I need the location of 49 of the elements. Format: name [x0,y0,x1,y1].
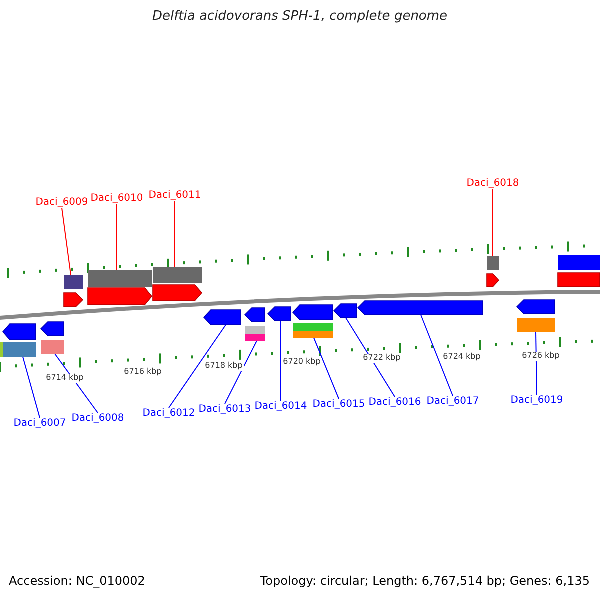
diagram-title: Delftia acidovorans SPH-1, complete genome [152,10,448,24]
leader-line [22,356,40,418]
gene-label: Daci_6007 [14,418,66,429]
scale-label: 6720 kbp [282,358,322,367]
leader-line [224,340,258,404]
gene-block [292,304,334,338]
gene-label: Daci_6019 [510,395,564,406]
gene-block [333,304,358,318]
scale-label: 6716 kbp [123,368,163,377]
gene-label: Daci_6008 [72,413,124,424]
scale-label: 6718 kbp [204,362,244,371]
gene-label: Daci_6017 [426,396,480,407]
gene-label: Daci_6018 [466,178,520,189]
leader-line [420,314,454,396]
gene-label: Daci_6015 [312,399,366,410]
gene-label: Daci_6011 [148,190,202,201]
leader-line [346,318,396,398]
leader-line [536,332,538,396]
leader-line [116,204,118,270]
gene-block [40,322,64,354]
gene-label: Daci_6016 [368,397,422,408]
gene-block [2,324,36,357]
gene-label: Daci_6010 [90,193,144,204]
gene-block [152,267,203,302]
gene-label: Daci_6013 [198,404,252,415]
scale-label: 6722 kbp [362,354,402,363]
leader-line [174,200,176,268]
gene-label: Daci_6014 [254,401,308,412]
gene-block [244,308,266,341]
leader-line [314,338,340,400]
leader-line [54,354,98,414]
gene-block [203,310,242,326]
scale-label: 6724 kbp [442,353,482,362]
scale-label: 6714 kbp [45,374,85,383]
leader-line [168,324,226,408]
leader-line [62,208,72,276]
gene-block [558,255,600,288]
gene-block [486,256,500,288]
leader-line [280,320,282,402]
footer-text: Topology: circular; Length: 6,767,514 bp; Genes: 6,135 [260,575,590,588]
gene-block [516,300,556,332]
scale-label: 6726 kbp [521,352,561,361]
gene-block [267,306,292,322]
gene-block [88,270,153,306]
footer-text: Accession: NC_010002 [9,575,146,588]
leader-line [492,188,494,256]
gene-label: Daci_6009 [36,197,88,208]
gene-block [64,275,84,308]
gene-label: Daci_6012 [142,408,196,419]
